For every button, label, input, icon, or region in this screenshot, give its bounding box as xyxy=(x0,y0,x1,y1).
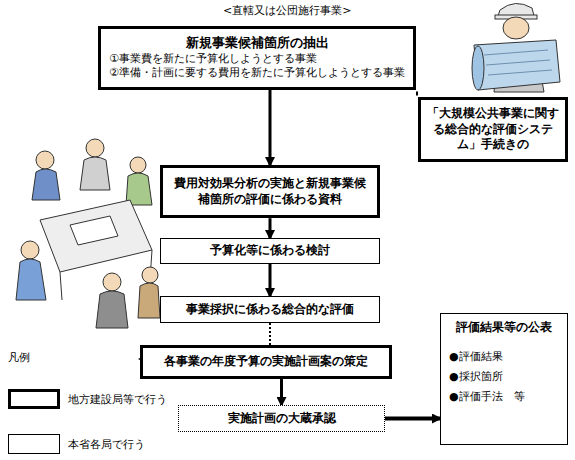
node-title: 各事業の年度予算の実施計画案の策定 xyxy=(149,354,383,370)
node-title: 事業採択に係わる総合的な評価 xyxy=(167,302,373,318)
evaluation-box: 事業採択に係わる総合的な評価 xyxy=(160,296,380,323)
legend-sample xyxy=(8,434,60,454)
plan-box: 各事業の年度予算の実施計画案の策定 xyxy=(140,345,392,379)
node-item: ②準備・計画に要する費用を新たに予算化しようとする事業 xyxy=(109,66,405,80)
legend-title: 凡例 xyxy=(8,350,30,365)
legend-text: 地方建設局等で行う xyxy=(68,392,167,407)
node-item: ●評価結果 xyxy=(449,350,559,364)
extract-box: 新規事業候補箇所の抽出①事業費を新たに予算化しようとする事業②準備・計画に要する… xyxy=(98,26,416,90)
legend-text: 本省各局で行う xyxy=(68,437,145,452)
publication-box: 評価結果等の公表 ●評価結果 ●採択箇所 ●評価手法 等 xyxy=(440,313,568,445)
flow-arrow xyxy=(416,92,418,96)
node-item: ①事業費を新たに予算化しようとする事業 xyxy=(109,52,405,66)
procedure-box: 「大規模公共事業に関する総合的な評価システム」手続きの xyxy=(418,97,568,162)
node-title: 評価結果等の公表 xyxy=(449,320,559,336)
node-title: 予算化等に係わる検討 xyxy=(167,243,373,259)
flow-arrow xyxy=(269,218,272,238)
flow-arrow xyxy=(385,417,440,421)
flow-arrow xyxy=(280,379,283,405)
node-title: 「大規模公共事業に関する総合的な評価システム」手続きの xyxy=(427,106,559,153)
study-box: 予算化等に係わる検討 xyxy=(160,238,380,264)
node-title: 新規事業候補箇所の抽出 xyxy=(109,35,405,52)
node-title: 費用対効果分析の実施と新規事業候補箇所の評価に係わる資料 xyxy=(169,176,371,207)
analysis-box: 費用対効果分析の実施と新規事業候補箇所の評価に係わる資料 xyxy=(160,165,380,218)
node-title: 実施計画の大蔵承認 xyxy=(185,411,378,427)
engineer-figure xyxy=(472,3,560,92)
legend-sample xyxy=(8,389,60,409)
scope-label: <直轄又は公団施行事業> xyxy=(223,3,351,18)
flow-arrow xyxy=(269,90,272,165)
flow-arrow xyxy=(269,264,272,296)
approval-box: 実施計画の大蔵承認 xyxy=(178,405,385,432)
node-item: ●評価手法 等 xyxy=(449,390,559,404)
meeting-figures xyxy=(16,139,160,328)
node-item: ●採択箇所 xyxy=(449,370,559,384)
